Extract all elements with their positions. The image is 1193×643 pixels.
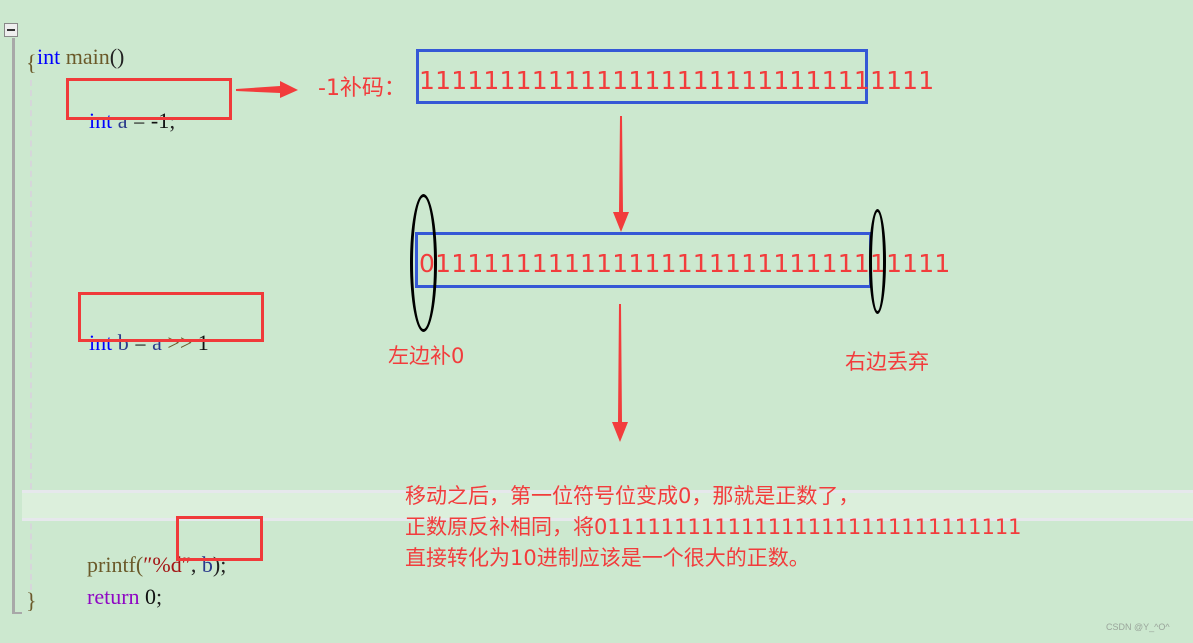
keyword-int: int <box>89 330 113 355</box>
arg-b: b <box>201 552 213 577</box>
down-arrow-icon <box>612 304 628 442</box>
fold-guide-line <box>12 38 15 614</box>
highlight-box-int-b <box>78 292 264 342</box>
watermark: CSDN @Y_^O^ <box>1106 622 1170 632</box>
code-line-return: return 0; <box>76 558 162 610</box>
format-string: ″%d″ <box>143 552 191 577</box>
printf-call: printf <box>87 552 136 577</box>
shift-op: >> <box>161 330 198 355</box>
assign-op: = <box>127 108 151 133</box>
var-a: a <box>152 330 162 355</box>
keyword-int: int <box>89 108 113 133</box>
semicolon: ; <box>169 108 176 133</box>
code-line-int-a: int a = -1; <box>78 82 175 134</box>
explanation-line-3: 直接转化为10进制应该是一个很大的正数。 <box>405 546 810 570</box>
collapse-toggle-icon[interactable] <box>4 23 18 37</box>
current-line-highlight <box>22 490 1193 521</box>
left-fill-label: 左边补0 <box>388 344 465 368</box>
open-paren: ( <box>135 552 144 577</box>
return-value: 0 <box>139 584 157 609</box>
close-brace: } <box>26 588 37 613</box>
right-bit-ellipse <box>869 209 886 314</box>
indent-guide <box>30 80 32 600</box>
down-arrow-icon <box>613 116 629 232</box>
left-bit-ellipse <box>410 194 437 332</box>
right-arrow-icon <box>236 81 298 98</box>
keyword-int: int <box>37 44 61 69</box>
parens: () <box>109 44 125 69</box>
code-line-main: int main() <box>26 18 124 70</box>
open-brace: { <box>26 50 37 75</box>
assign-op: = <box>128 330 153 355</box>
keyword-return: return <box>87 584 140 609</box>
fold-guide-end <box>12 612 22 614</box>
highlight-box-int-a <box>66 78 232 120</box>
original-bits: 11111111111111111111111111111111 <box>419 66 935 95</box>
value-minus-one: -1 <box>150 108 170 133</box>
function-name: main <box>60 44 110 69</box>
shift-amount: 1 <box>197 330 209 355</box>
explanation-line-1: 移动之后，第一位符号位变成0，那就是正数了， <box>405 484 860 508</box>
original-bits-box <box>416 49 868 104</box>
semicolon: ; <box>156 584 163 609</box>
var-b: b <box>112 330 129 355</box>
complement-label: -1补码： <box>318 76 406 101</box>
highlight-box-printf-args <box>176 516 263 561</box>
comma: , <box>190 552 202 577</box>
shifted-bits: 011111111111111111111111111111111 <box>419 249 951 278</box>
right-discard-label: 右边丢弃 <box>845 350 929 374</box>
code-line-int-b: int b = a >> 1 <box>78 304 209 356</box>
var-a: a <box>112 108 128 133</box>
explanation-line-2: 正数原反补相同，将0111111111111111111111111111111… <box>405 515 1022 539</box>
